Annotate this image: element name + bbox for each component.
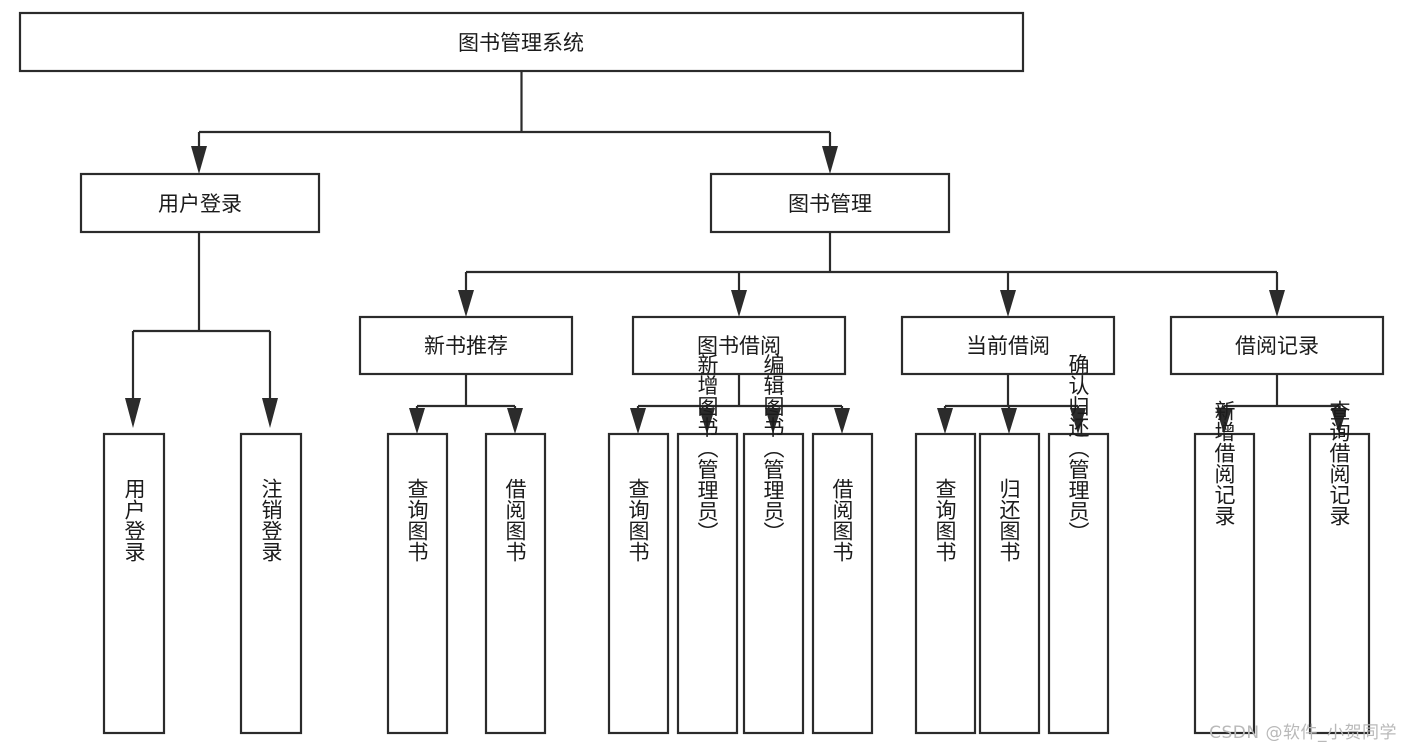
node-book-borrow-label: 图书借阅 <box>697 334 781 358</box>
arrow-head-borrow-record <box>1269 290 1285 317</box>
node-leaf-query-book-2-label: 查询图书 <box>626 478 650 562</box>
arrow-head-leaf-query-book-2 <box>630 408 646 434</box>
node-current-borrow-label: 当前借阅 <box>966 334 1050 358</box>
node-leaf-add-record[interactable]: 新增借阅记录 <box>1193 400 1256 735</box>
arrow-head-leaf-query-record <box>1331 408 1347 434</box>
node-leaf-user-logout[interactable]: 注销登录 <box>239 432 303 735</box>
node-book-management[interactable]: 图书管理 <box>709 172 951 234</box>
node-leaf-add-book[interactable]: 新增图书（管理员） <box>676 354 739 735</box>
arrow-head-leaf-return-book <box>1001 408 1017 434</box>
arrow-head-user-login <box>191 146 207 174</box>
node-leaf-user-login-label: 用户登录 <box>122 478 146 562</box>
node-leaf-user-logout-box[interactable] <box>239 432 303 735</box>
connector-group-new-book-recommend <box>409 374 523 434</box>
node-user-login-box[interactable] <box>79 172 321 234</box>
node-leaf-edit-book-box[interactable] <box>742 432 805 735</box>
node-leaf-query-book-2-box[interactable] <box>607 432 670 735</box>
node-borrow-record-box[interactable] <box>1169 315 1385 376</box>
arrow-head-book-management <box>822 146 838 174</box>
node-leaf-return-book[interactable]: 归还图书 <box>978 432 1041 735</box>
node-leaf-add-book-box[interactable] <box>676 432 739 735</box>
node-leaf-user-login-box[interactable] <box>102 432 166 735</box>
connector-group-book-management <box>458 232 1285 317</box>
arrow-head-leaf-user-login <box>125 398 141 428</box>
node-book-borrow[interactable]: 图书借阅 <box>631 315 847 376</box>
node-leaf-user-login[interactable]: 用户登录 <box>102 432 166 735</box>
arrow-head-new-book-recommend <box>458 290 474 317</box>
node-leaf-return-book-box[interactable] <box>978 432 1041 735</box>
connector-group-root <box>191 71 838 174</box>
node-leaf-return-book-label: 归还图书 <box>997 478 1021 562</box>
node-book-borrow-box[interactable] <box>631 315 847 376</box>
node-leaf-borrow-book-2-label: 借阅图书 <box>830 478 854 562</box>
connector-group-book-borrow <box>630 374 850 434</box>
node-leaf-query-book-1-box[interactable] <box>386 432 449 735</box>
node-leaf-borrow-book-1[interactable]: 借阅图书 <box>484 432 547 735</box>
node-book-management-label: 图书管理 <box>788 192 872 216</box>
arrow-head-current-borrow <box>1000 290 1016 317</box>
csdn-watermark: CSDN @软件_小贺同学 <box>1209 723 1397 743</box>
node-leaf-query-book-1-label: 查询图书 <box>405 478 429 562</box>
node-leaf-confirm-return-box[interactable] <box>1047 432 1110 735</box>
arrow-head-leaf-edit-book <box>765 408 781 434</box>
node-leaf-confirm-return[interactable]: 确认归还（管理员） <box>1047 354 1110 735</box>
node-borrow-record[interactable]: 借阅记录 <box>1169 315 1385 376</box>
node-current-borrow-box[interactable] <box>900 315 1116 376</box>
node-user-login[interactable]: 用户登录 <box>79 172 321 234</box>
connector-group-borrow-record <box>1216 374 1347 434</box>
node-leaf-query-book-1[interactable]: 查询图书 <box>386 432 449 735</box>
node-root-box[interactable] <box>18 11 1025 73</box>
node-leaf-add-book-label: 新增图书（管理员） <box>695 354 719 543</box>
node-leaf-query-book-3[interactable]: 查询图书 <box>914 432 977 735</box>
node-root[interactable]: 图书管理系统 <box>18 11 1025 73</box>
node-new-book-recommend-label: 新书推荐 <box>424 334 508 358</box>
arrow-head-leaf-add-record <box>1216 408 1232 434</box>
connector-group-user-login <box>125 232 278 428</box>
node-leaf-user-logout-label: 注销登录 <box>259 478 283 562</box>
arrow-head-leaf-confirm-return <box>1070 408 1086 434</box>
node-current-borrow[interactable]: 当前借阅 <box>900 315 1116 376</box>
node-leaf-query-record[interactable]: 查询借阅记录 <box>1308 400 1371 735</box>
node-borrow-record-label: 借阅记录 <box>1235 334 1319 358</box>
node-leaf-query-book-2[interactable]: 查询图书 <box>607 432 670 735</box>
node-leaf-borrow-book-1-box[interactable] <box>484 432 547 735</box>
arrow-head-leaf-user-logout <box>262 398 278 428</box>
node-new-book-recommend-box[interactable] <box>358 315 574 376</box>
node-leaf-query-record-box[interactable] <box>1308 432 1371 735</box>
node-leaf-borrow-book-1-label: 借阅图书 <box>503 478 527 562</box>
arrow-head-leaf-query-book-3 <box>937 408 953 434</box>
node-leaf-borrow-book-2[interactable]: 借阅图书 <box>811 432 874 735</box>
node-leaf-edit-book-label: 编辑图书（管理员） <box>761 354 785 543</box>
node-user-login-label: 用户登录 <box>158 192 242 216</box>
connector-group-current-borrow <box>937 374 1086 434</box>
node-leaf-add-record-label: 新增借阅记录 <box>1212 400 1236 526</box>
node-book-management-box[interactable] <box>709 172 951 234</box>
arrow-head-leaf-borrow-book-1 <box>507 408 523 434</box>
node-root-label: 图书管理系统 <box>458 31 584 55</box>
arrow-head-book-borrow <box>731 290 747 317</box>
node-leaf-query-book-3-box[interactable] <box>914 432 977 735</box>
node-leaf-query-record-label: 查询借阅记录 <box>1327 400 1351 526</box>
arrow-head-leaf-add-book <box>699 408 715 434</box>
arrow-head-leaf-query-book-1 <box>409 408 425 434</box>
node-leaf-edit-book[interactable]: 编辑图书（管理员） <box>742 354 805 735</box>
node-leaf-confirm-return-label: 确认归还（管理员） <box>1066 354 1090 543</box>
node-leaf-add-record-box[interactable] <box>1193 432 1256 735</box>
node-leaf-borrow-book-2-box[interactable] <box>811 432 874 735</box>
node-leaf-query-book-3-label: 查询图书 <box>933 478 957 562</box>
node-new-book-recommend[interactable]: 新书推荐 <box>358 315 574 376</box>
arrow-head-leaf-borrow-book-2 <box>834 408 850 434</box>
